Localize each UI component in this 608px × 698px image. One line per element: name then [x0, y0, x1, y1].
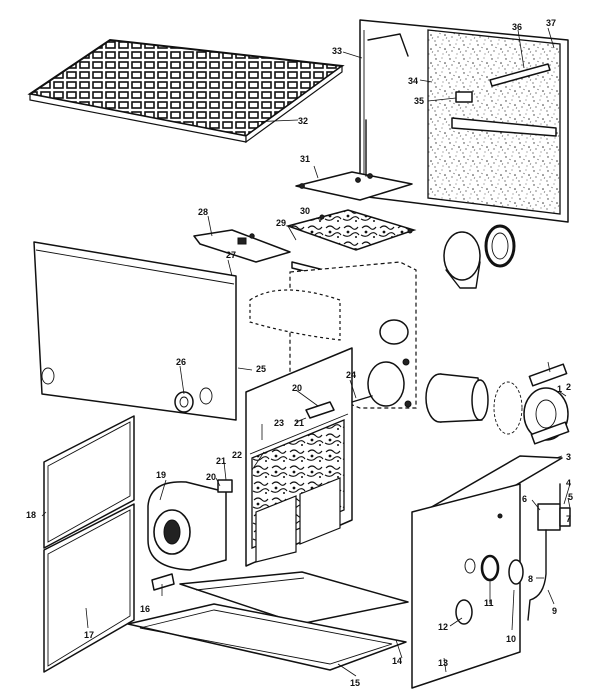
top-grille: [27, 38, 345, 144]
front-upper-panel: [33, 241, 237, 421]
filter-tray: [285, 209, 417, 251]
base-assembly: [127, 571, 409, 671]
label-36: 36: [512, 22, 522, 32]
heat-exchanger-compartment: [245, 347, 353, 567]
label-7: 7: [566, 514, 571, 524]
front-lower-door: [43, 415, 135, 673]
label-3: 3: [566, 452, 571, 462]
label-32: 32: [298, 116, 308, 126]
label-22: 22: [232, 450, 242, 460]
label-21-lower: 21: [216, 456, 226, 466]
label-8: 8: [528, 574, 533, 584]
burner-bracket: [305, 401, 335, 419]
vent-cover: [523, 363, 570, 445]
label-13: 13: [438, 658, 448, 668]
label-15: 15: [350, 678, 360, 688]
label-35: 35: [414, 96, 424, 106]
right-lower-panel: [411, 483, 524, 689]
label-34: 34: [408, 76, 418, 86]
label-11: 11: [484, 598, 494, 608]
label-2: 2: [566, 382, 571, 392]
label-10: 10: [506, 634, 516, 644]
cover-plate: [295, 119, 413, 201]
label-30: 30: [300, 206, 310, 216]
label-20-lower: 20: [206, 472, 216, 482]
label-23: 23: [274, 418, 284, 428]
part-labels: 1 2 3 4 5 6 7 8 9 10 11 12 13 14 15 16 1…: [26, 18, 573, 688]
retaining-clip: [455, 91, 473, 103]
label-20-upper: 20: [292, 383, 302, 393]
label-6: 6: [522, 494, 527, 504]
label-28: 28: [198, 207, 208, 217]
label-37: 37: [546, 18, 556, 28]
label-21-upper: 21: [294, 418, 304, 428]
label-33: 33: [332, 46, 342, 56]
label-18: 18: [26, 510, 36, 520]
flue-collar: [443, 224, 516, 289]
label-9: 9: [552, 606, 557, 616]
small-bracket: [193, 229, 291, 263]
label-19: 19: [156, 470, 166, 480]
label-4: 4: [566, 478, 571, 488]
label-26: 26: [176, 357, 186, 367]
label-1: 1: [557, 384, 562, 394]
blower-assembly: [147, 479, 233, 571]
label-27: 27: [226, 250, 236, 260]
mounting-strip: [489, 63, 551, 87]
label-25: 25: [256, 364, 266, 374]
label-14: 14: [392, 656, 402, 666]
label-24: 24: [346, 370, 356, 380]
label-16: 16: [140, 604, 150, 614]
leader-lines: [41, 27, 571, 677]
label-12: 12: [438, 622, 448, 632]
label-29: 29: [276, 218, 286, 228]
igniter-rod: [351, 395, 373, 403]
label-5: 5: [568, 492, 573, 502]
rear-access-panel: [359, 19, 569, 223]
label-31: 31: [300, 154, 310, 164]
door-latch: [151, 573, 175, 591]
gas-valve-assembly: [527, 483, 571, 621]
support-rod: [367, 33, 409, 57]
inducer-motor: [425, 373, 523, 435]
label-17: 17: [84, 630, 94, 640]
